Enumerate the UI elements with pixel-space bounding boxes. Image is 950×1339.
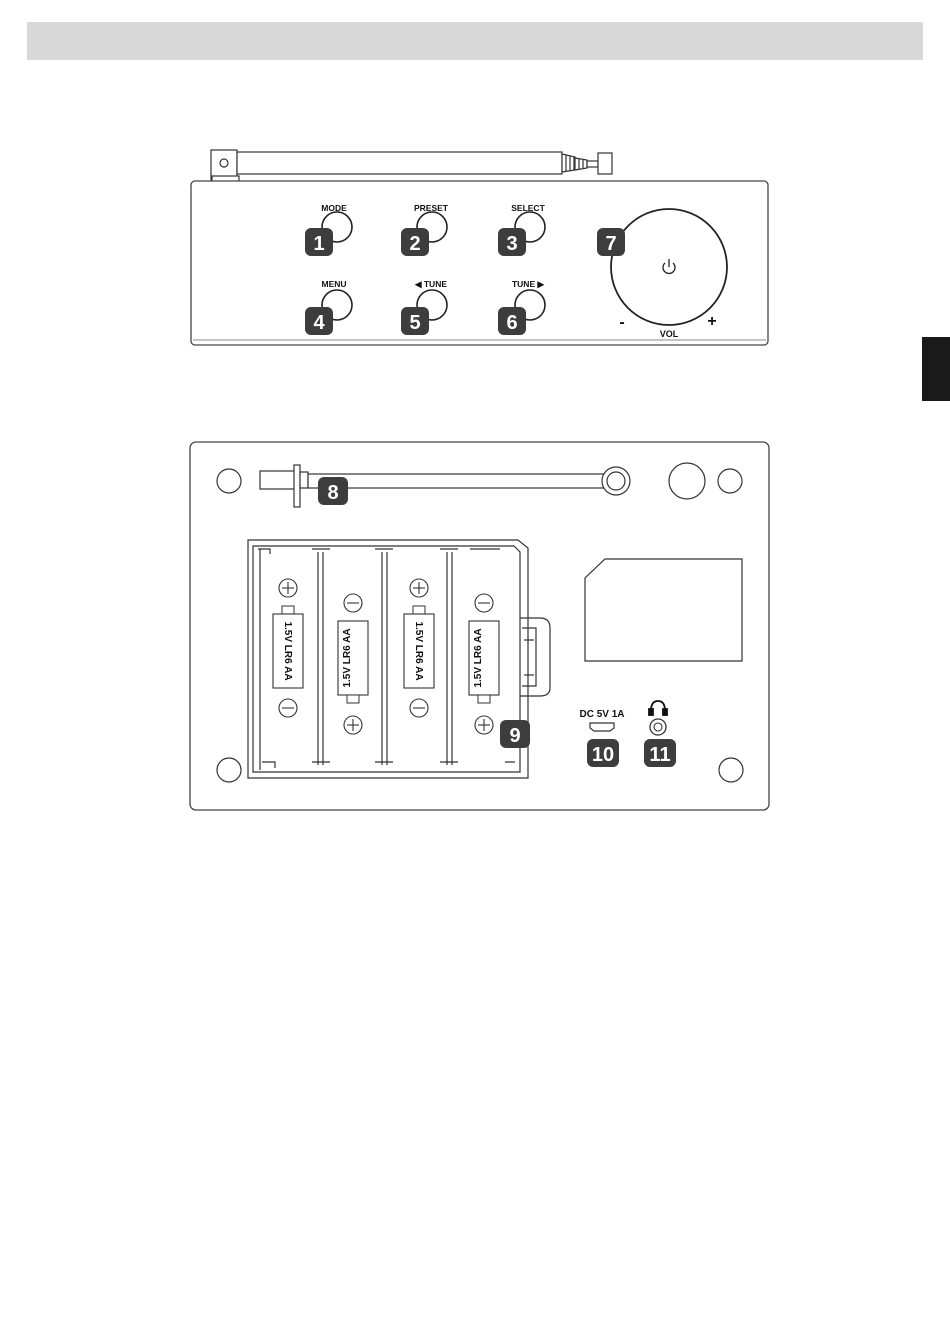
plus-sign-icon <box>475 716 493 734</box>
minus-sign-icon <box>279 699 297 717</box>
battery-4-label: 1.5V LR6 AA <box>473 628 484 687</box>
plus-sign-icon <box>279 579 297 597</box>
minus-sign-icon <box>410 699 428 717</box>
battery-1-label: 1.5V LR6 AA <box>282 621 293 680</box>
minus-sign-icon <box>344 594 362 612</box>
battery-2-label: 1.5V LR6 AA <box>342 628 353 687</box>
dc-input-label: DC 5V 1A <box>579 709 624 720</box>
plus-sign-icon <box>410 579 428 597</box>
badge-9-number: 9 <box>509 725 520 747</box>
badge-11-number: 11 <box>649 744 670 766</box>
battery-3-label: 1.5V LR6 AA <box>413 621 424 680</box>
badge-8-number: 8 <box>327 482 338 504</box>
rating-label-area <box>585 559 742 661</box>
badge-10-number: 10 <box>592 744 614 766</box>
minus-sign-icon <box>475 594 493 612</box>
plus-sign-icon <box>344 716 362 734</box>
